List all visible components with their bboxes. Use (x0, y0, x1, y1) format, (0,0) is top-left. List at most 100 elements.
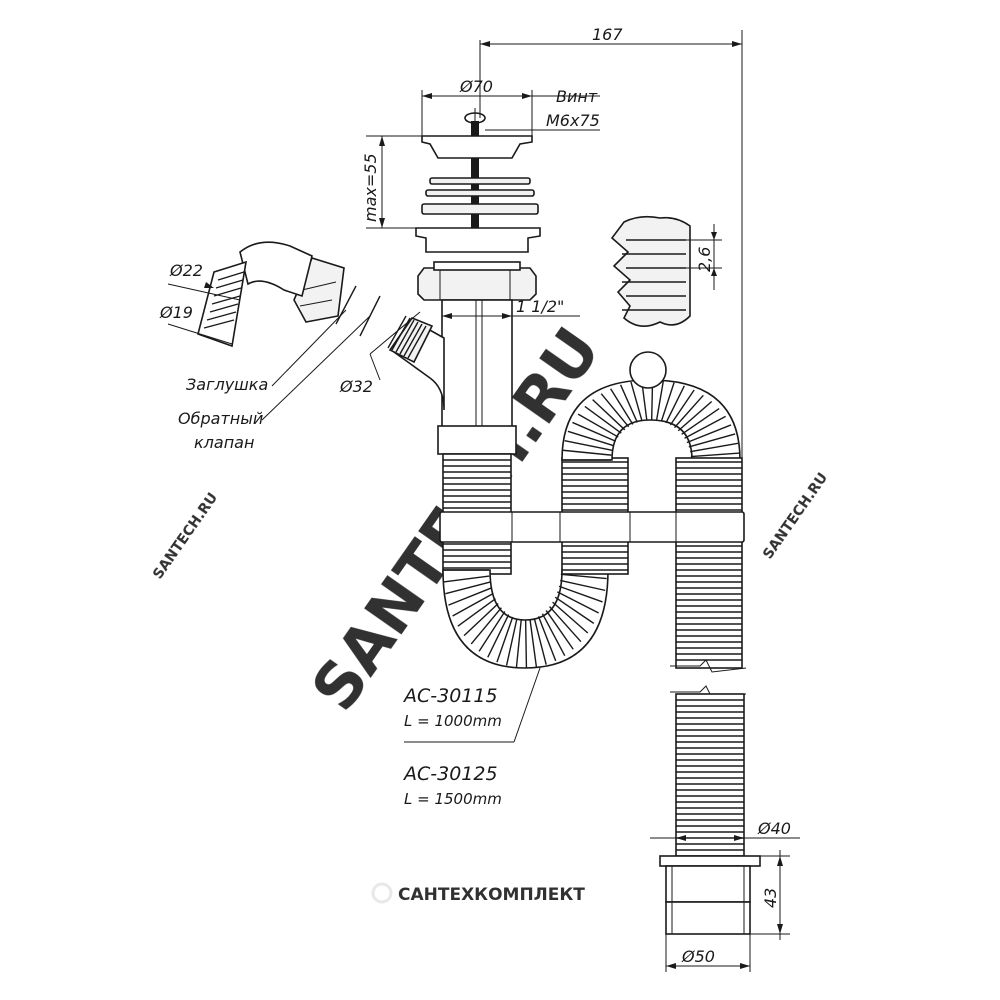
corrugation-rib (610, 388, 634, 425)
corrugation-rib (443, 575, 490, 583)
corrugation-rib (673, 394, 704, 429)
detail-marker (629, 351, 667, 389)
corrugation-rib (665, 385, 685, 424)
watermark-small-left: SANTECH.RU (150, 490, 221, 582)
corrugation-rib (524, 619, 528, 668)
flange-base (415, 227, 541, 253)
dim-rib-pitch: 2,6 (695, 247, 714, 272)
dim-max-height: max=55 (361, 153, 380, 222)
corrugation-rib (684, 415, 726, 439)
corrugation-rib (681, 407, 720, 435)
part-labels: Заглушка Обратный клапан (178, 375, 268, 452)
corrugation-rib (560, 573, 607, 580)
corrugation-rib (630, 381, 643, 422)
corrugation-rib (564, 439, 613, 452)
plug-disc (335, 285, 357, 325)
corrugation-rib (463, 602, 499, 637)
pipe-collar (437, 425, 517, 455)
dim-corrugated-diameter: Ø40 (757, 819, 791, 838)
watermark-company-logo (371, 882, 393, 904)
corrugation-rib (557, 591, 600, 614)
dim-thread: 1 1/2" (516, 297, 564, 316)
corrugation-rib (505, 618, 518, 666)
corrugation-rib (549, 606, 582, 643)
corrugation-rib (592, 399, 626, 431)
corrugation-rib (600, 393, 630, 428)
model-2-code: AC-30125 (402, 763, 498, 785)
corrugation-rib (448, 587, 492, 606)
watermark-company: САНТЕХКОМПЛЕКТ (371, 882, 585, 905)
corrugation-rib (552, 601, 589, 634)
end-socket-top (665, 865, 751, 903)
trap-leg-right (675, 457, 743, 669)
corrugation-rib (677, 400, 713, 432)
label-plug: Заглушка (186, 375, 268, 394)
branch-thread-ribs (387, 315, 427, 359)
dim-hose-inner: Ø19 (159, 303, 193, 322)
dim-screw-spec: M6x75 (546, 111, 600, 130)
corrugation-rib (558, 585, 603, 603)
corrugation-rib (690, 442, 739, 453)
trap-clamp-bar (439, 511, 745, 543)
break-mark-top (670, 659, 747, 673)
corrugation-rib (577, 413, 619, 438)
elbow-hose (197, 260, 248, 348)
union-nut-band (433, 261, 521, 271)
corrugation-rib (572, 421, 616, 442)
corrugation-rib (545, 610, 574, 650)
corrugation-rib (537, 616, 557, 662)
corrugated-trap (439, 379, 761, 935)
end-socket-collar (659, 855, 761, 867)
corrugation-rib (562, 449, 612, 456)
corrugation-rib (655, 380, 665, 421)
grate-disc-2 (425, 189, 535, 197)
dim-end-height: 43 (761, 888, 780, 908)
dim-screw-title: Винт (556, 87, 598, 106)
corrugation-rib (619, 384, 638, 423)
label-valve-line2: клапан (194, 433, 254, 452)
corrugation-rib (496, 616, 514, 663)
corrugation-rib (560, 579, 606, 592)
corrugation-rib (452, 592, 494, 617)
dim-outlet-diameter: Ø32 (339, 377, 373, 396)
grate-disc-3 (421, 203, 539, 215)
corrugation-rib (541, 613, 566, 657)
body-pipe (441, 299, 513, 429)
watermark-company-text: САНТЕХКОМПЛЕКТ (398, 885, 585, 905)
model-1-length: L = 1000mm (404, 712, 502, 730)
corrugation-rib (567, 430, 614, 447)
label-valve-line1: Обратный (178, 409, 263, 428)
corrugation-rib (690, 452, 740, 458)
dimension-lines (167, 30, 800, 972)
dimension-texts: 167 Ø70 Винт M6x75 max=55 1 1/2" Ø32 Ø22… (159, 25, 791, 966)
dim-flange-diameter: Ø70 (459, 77, 493, 96)
corrugation-rib (457, 598, 496, 627)
corrugation-rib (533, 618, 547, 665)
corrugation-rib (686, 424, 732, 444)
grate-disc-1 (429, 177, 531, 185)
model-2-length: L = 1500mm (404, 790, 502, 808)
corrugation-rib (487, 614, 510, 658)
dim-end-diameter: Ø50 (681, 947, 715, 966)
strainer-assembly (387, 108, 541, 455)
model-1-code: AC-30115 (402, 685, 498, 707)
rib-detail-profile (610, 215, 691, 327)
model-labels: AC-30115 L = 1000mm AC-30125 L = 1500mm (402, 685, 502, 808)
rib-detail (610, 215, 691, 389)
corrugation-rib (515, 619, 522, 668)
strainer-cup (421, 135, 533, 159)
end-socket (665, 901, 751, 935)
corrugation-rib (445, 581, 491, 595)
corrugation-rib (660, 382, 675, 422)
corrugation-rib (688, 433, 736, 448)
corrugation-rib (669, 389, 695, 426)
union-nut (417, 267, 537, 301)
corrugation-rib (529, 619, 538, 668)
elbow-fitting (239, 241, 313, 298)
watermark-small-right: SANTECH.RU (760, 470, 831, 562)
corrugation-rib (554, 596, 595, 624)
dim-width-total: 167 (592, 25, 623, 44)
dim-hose-outer: Ø22 (169, 261, 203, 280)
corrugation-rib (478, 611, 506, 652)
